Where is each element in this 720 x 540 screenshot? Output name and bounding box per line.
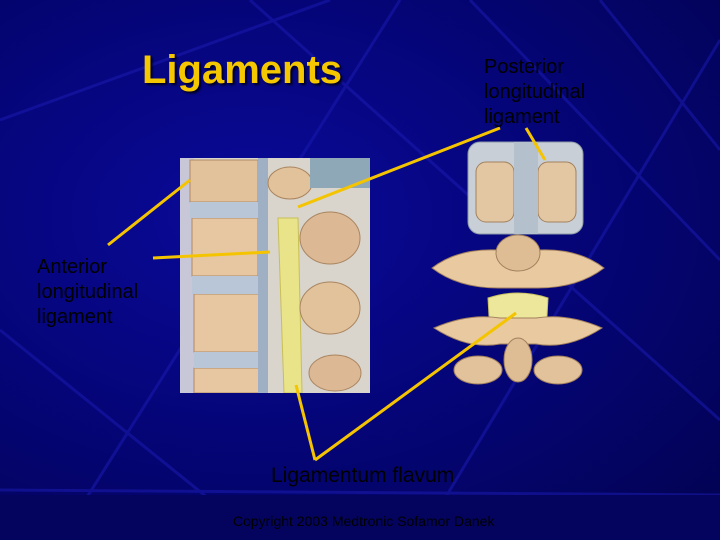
anterior-label-line-1: Anterior [37, 256, 108, 278]
spine-posterior-illustration [431, 141, 605, 385]
anterior-label-line-2: longitudinal [37, 281, 139, 303]
posterior-label-line-1: Posterior [484, 56, 565, 78]
ligamentum-flavum-label: Ligamentum flavum [271, 464, 455, 487]
spine-sagittal-illustration [180, 158, 370, 393]
posterior-ligament-label: Posterior longitudinal ligament [484, 55, 585, 130]
posterior-label-line-2: longitudinal [484, 81, 586, 103]
copyright-notice: Copyright 2003 Medtronic Sofamor Danek [233, 513, 495, 529]
posterior-label-line-3: ligament [484, 106, 560, 128]
slide-title: Ligaments [142, 48, 343, 92]
anterior-ligament-label: Anterior longitudinal ligament [37, 255, 138, 330]
anterior-label-line-3: ligament [37, 306, 113, 328]
